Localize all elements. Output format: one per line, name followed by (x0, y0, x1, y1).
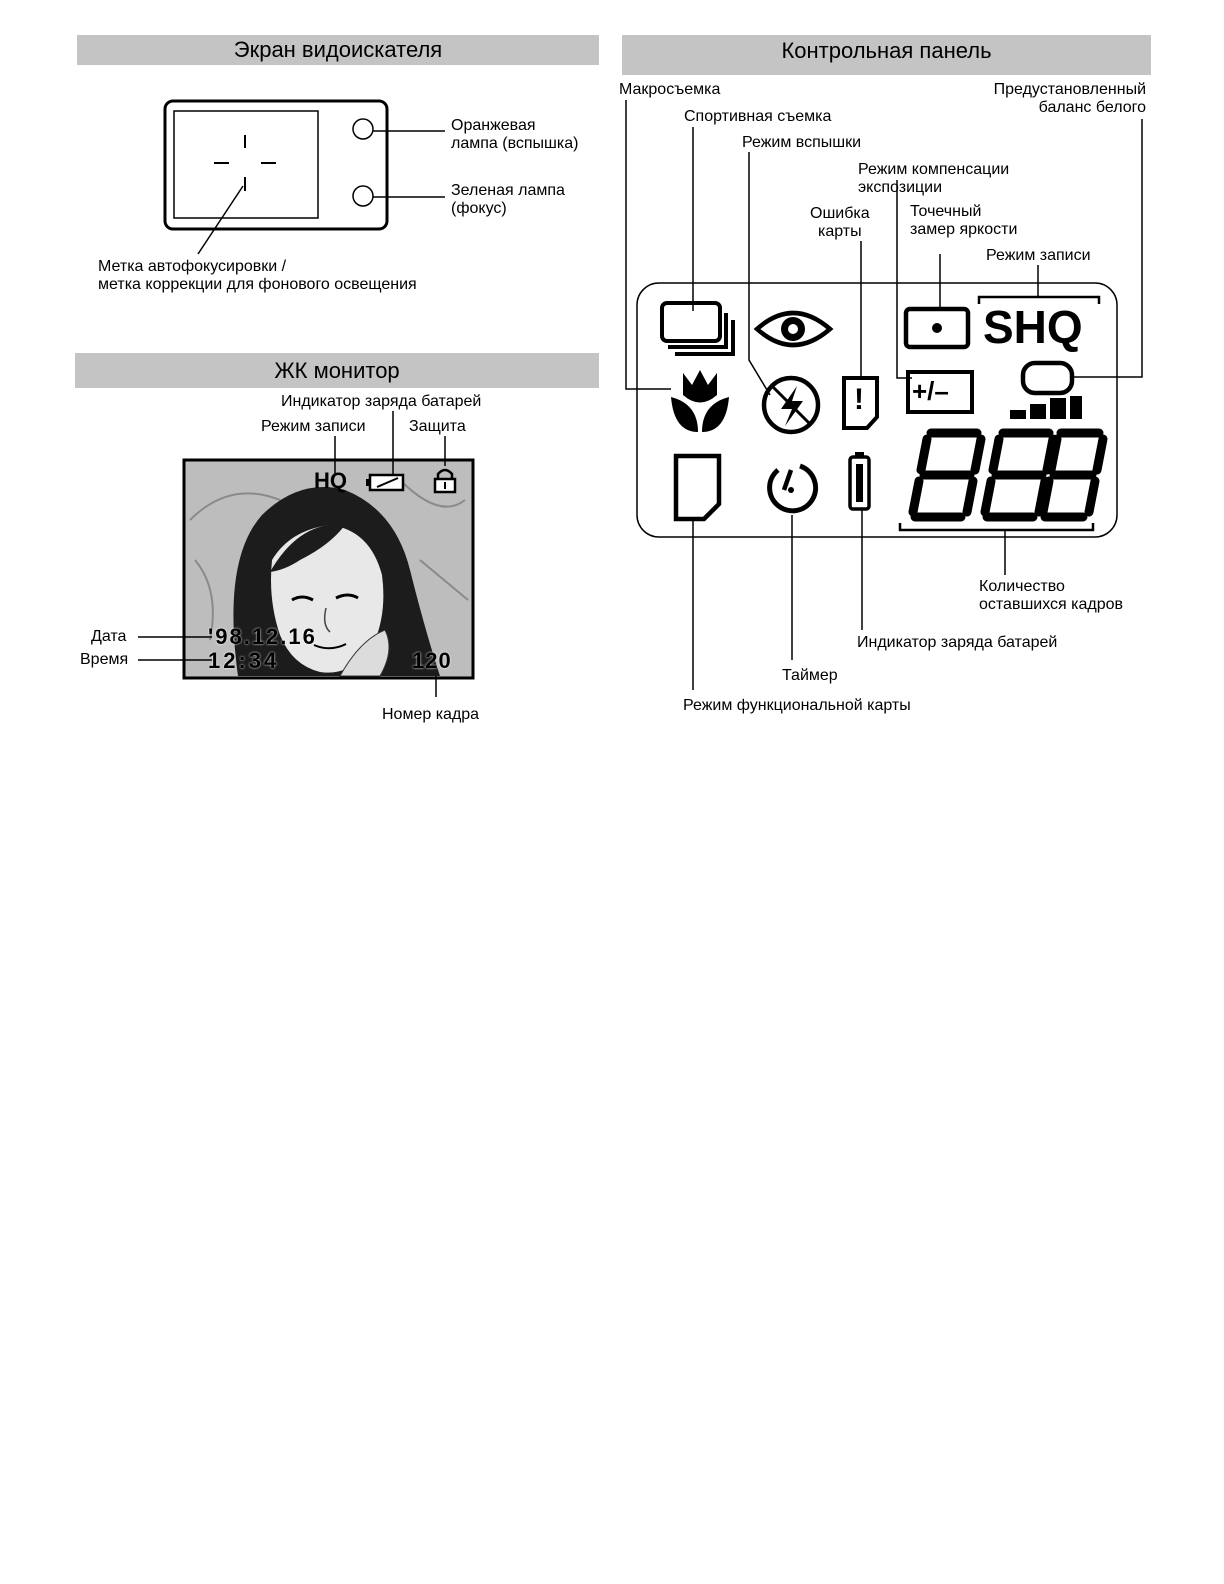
self-timer-icon (767, 463, 819, 514)
segment-digits (908, 428, 1108, 522)
portrait-face (271, 525, 384, 673)
lcd-frame-number-text: 120 (412, 648, 452, 673)
sport-label: Спортивная съемка (684, 108, 832, 125)
cp-record-mode-text: SHQ (983, 301, 1083, 353)
card-error-icon (842, 376, 879, 430)
orange-lamp-icon (352, 118, 374, 140)
af-mark-icon (214, 135, 276, 191)
flash-mode-label: Режим вспышки (742, 134, 862, 151)
red-eye-icon (753, 310, 834, 348)
macro-tulip-icon (671, 370, 729, 432)
cp-battery-label: Индикатор заряда батарей (857, 634, 1058, 651)
af-mark-label: Метка автофокусировки /метка коррекции д… (98, 258, 417, 293)
timer-label: Таймер (782, 667, 838, 684)
lcd-protect-label: Защита (409, 418, 466, 435)
lcd-record-mode-label: Режим записи (261, 418, 366, 435)
cp-record-mode-label: Режим записи (986, 247, 1091, 264)
lcd-monitor-title: ЖК монитор (75, 353, 599, 388)
lcd-protect-icon (433, 468, 457, 494)
lcd-time-label: Время (80, 651, 129, 668)
lcd-date-text: '98.12.16 (208, 624, 317, 649)
exposure-comp-symbol: +/– (912, 376, 949, 406)
lcd-record-mode-text: HQ (314, 468, 347, 493)
sequential-shooting-icon (660, 301, 735, 356)
viewfinder-title: Экран видоискателя (77, 35, 599, 65)
card-function-label: Режим функциональной карты (683, 697, 911, 714)
lcd-time-text: 12:34 (208, 648, 280, 673)
lcd-date-label: Дата (91, 628, 127, 645)
panel-outline (636, 282, 1118, 538)
card-icon (673, 453, 722, 522)
green-lamp-icon (352, 185, 374, 207)
macro-label: Макросъемка (619, 81, 721, 98)
green-lamp-label: Зеленая лампа(фокус) (451, 182, 565, 217)
card-error-symbol: ! (854, 383, 864, 416)
white-balance-icon (1010, 360, 1082, 419)
exposure-comp-icon (906, 370, 974, 414)
viewfinder-screen (173, 110, 319, 219)
lcd-frame-number-label: Номер кадра (382, 706, 480, 723)
viewfinder-frame (163, 99, 389, 231)
flash-off-icon (761, 375, 821, 435)
cp-battery-icon (848, 452, 871, 511)
lcd-battery-icon (366, 473, 405, 492)
control-panel-title: Контрольная панель (622, 35, 1151, 75)
lcd-battery-label: Индикатор заряда батарей (281, 393, 482, 410)
spot-metering-icon (903, 306, 971, 350)
